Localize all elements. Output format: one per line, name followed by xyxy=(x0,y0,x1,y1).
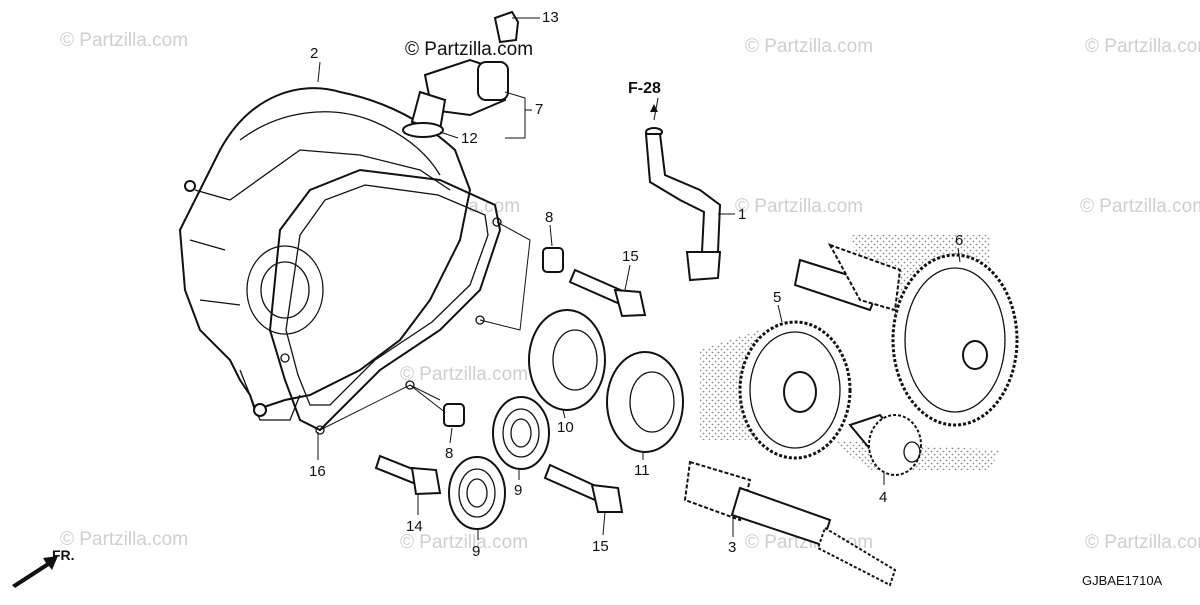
callout-3: 3 xyxy=(728,539,736,556)
callout-13: 13 xyxy=(542,9,559,26)
diagram-code: GJBAE1710A xyxy=(1082,573,1163,588)
bearing-part-9 xyxy=(448,396,550,530)
callout-9-upper: 9 xyxy=(514,482,522,499)
oil-seal-part-11 xyxy=(606,351,684,453)
callout-12: 12 xyxy=(461,130,478,147)
watermark-top: © Partzilla.com xyxy=(405,39,533,60)
callouts: 2 13 7 12 1 8 15 8 10 11 9 9 15 14 16 5 … xyxy=(309,9,963,560)
watermark: © Partzilla.com xyxy=(1085,532,1200,553)
callout-1: 1 xyxy=(738,206,746,223)
gear-part-5 xyxy=(738,320,852,460)
bolt-part-15 xyxy=(543,268,647,513)
o-ring-part-12 xyxy=(402,122,444,138)
callout-8-top: 8 xyxy=(545,209,553,226)
callout-15-bottom: 15 xyxy=(592,538,609,555)
callout-4: 4 xyxy=(879,489,887,506)
reference-arrow-icon xyxy=(650,104,658,112)
callout-5: 5 xyxy=(773,289,781,306)
shaft-part-3 xyxy=(683,460,897,587)
reference-f28: F-28 xyxy=(628,80,661,112)
front-direction-indicator: FR. xyxy=(12,547,75,588)
watermark: © Partzilla.com xyxy=(1080,196,1200,217)
callout-10: 10 xyxy=(557,419,574,436)
bolt-part-14 xyxy=(374,454,442,496)
callout-2: 2 xyxy=(310,45,318,62)
oil-seal-part-10 xyxy=(528,309,606,411)
hose-part-1 xyxy=(644,127,722,282)
leader-lines xyxy=(317,17,961,540)
callout-15-top: 15 xyxy=(622,248,639,265)
crankcase-cover-part-2 xyxy=(178,87,472,421)
gear-part-4 xyxy=(848,413,922,476)
callout-11: 11 xyxy=(634,462,650,479)
gear-part-6 xyxy=(793,243,1019,427)
reference-label: F-28 xyxy=(628,80,661,97)
front-label: FR. xyxy=(52,547,75,563)
watermark: © Partzilla.com xyxy=(745,36,873,57)
front-arrow-icon xyxy=(12,556,58,588)
watermark: © Partzilla.com xyxy=(400,364,528,385)
callout-8-bottom: 8 xyxy=(445,445,453,462)
gasket-part-16 xyxy=(268,168,502,435)
bolt-part-13 xyxy=(493,10,520,44)
watermark: © Partzilla.com xyxy=(735,196,863,217)
watermark: © Partzilla.com xyxy=(60,529,188,550)
callout-9-lower: 9 xyxy=(472,543,480,560)
watermark: © Partzilla.com xyxy=(400,532,528,553)
callout-16: 16 xyxy=(309,463,326,480)
watermark: © Partzilla.com xyxy=(1085,36,1200,57)
callout-7: 7 xyxy=(535,101,543,118)
dowel-part-8 xyxy=(443,247,564,427)
callout-14: 14 xyxy=(406,518,423,535)
callout-6: 6 xyxy=(955,232,963,249)
sensor-assembly-part-7 xyxy=(402,10,520,138)
watermark: © Partzilla.com xyxy=(60,30,188,51)
